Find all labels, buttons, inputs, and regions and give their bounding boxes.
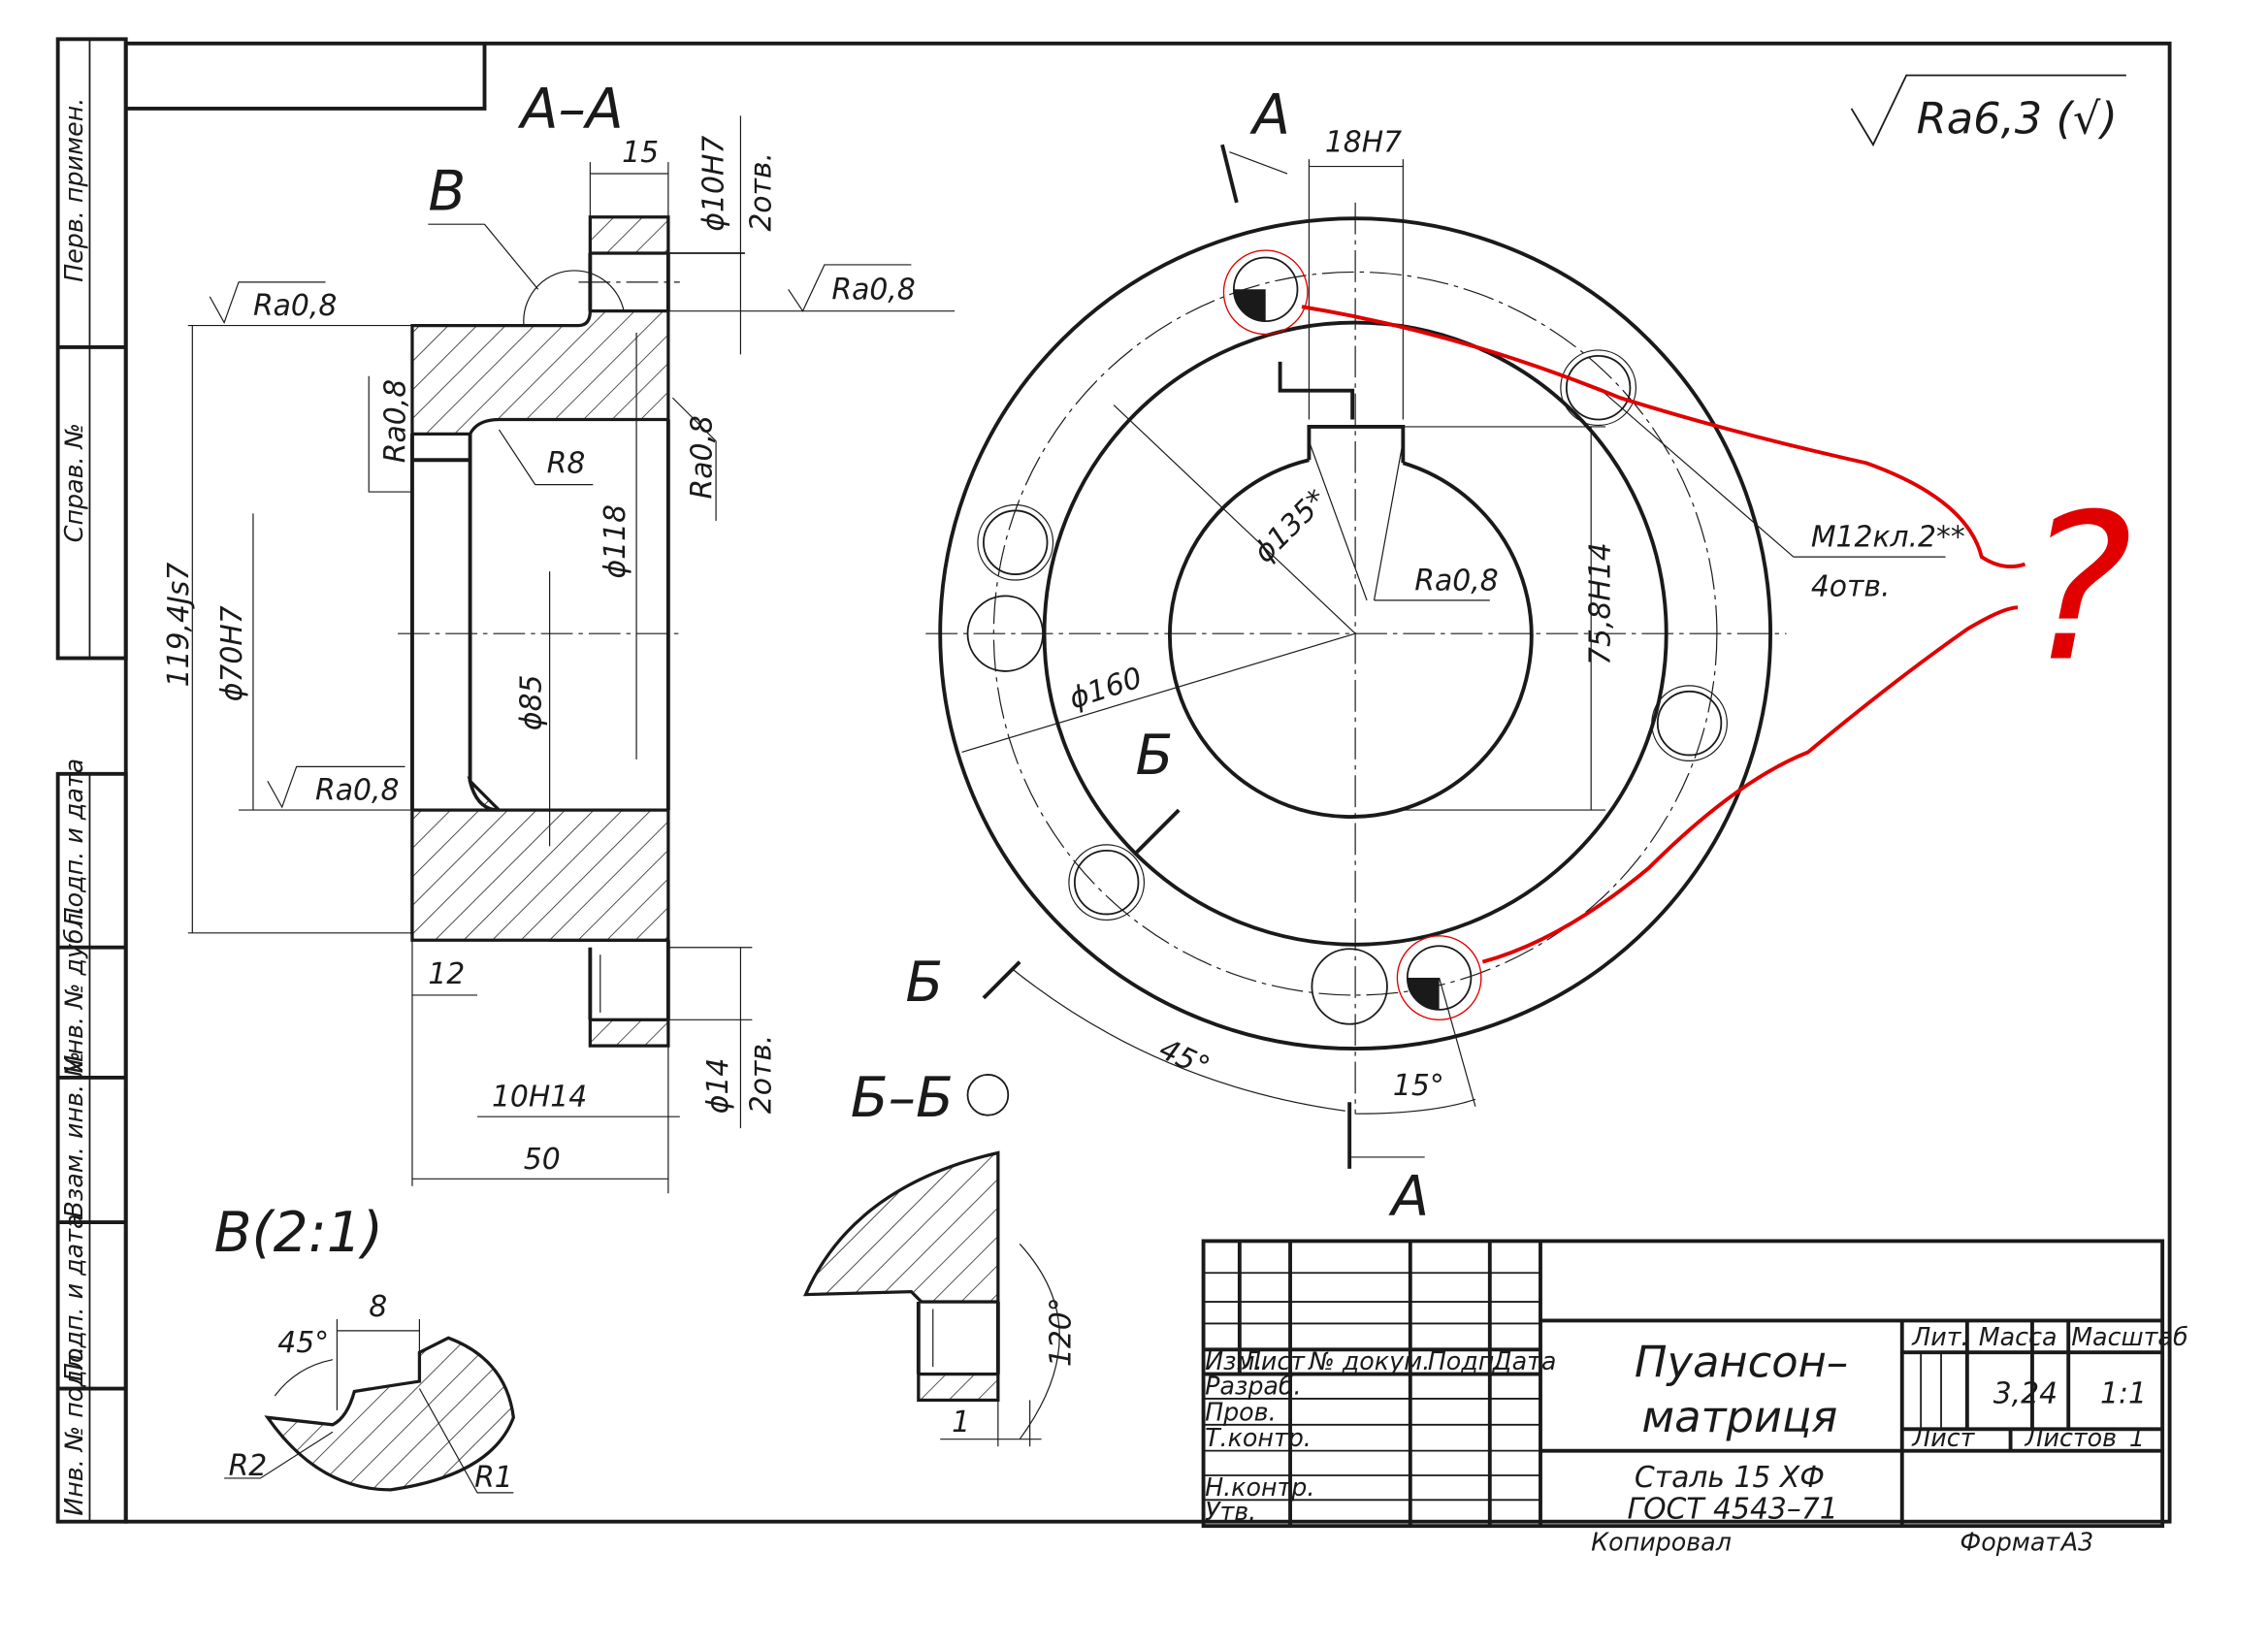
- header-podp: Подп.: [1428, 1346, 1503, 1375]
- dim-75-8h14: 75,8H14: [1584, 542, 1618, 665]
- detail-r2: R2: [229, 1449, 268, 1483]
- holes-count-2-top: 2отв.: [745, 152, 779, 232]
- ra-right-vertical: Ra0,8: [686, 415, 720, 499]
- dim-1: 1: [952, 1406, 970, 1439]
- material-line1: Сталь 15 ХФ: [1635, 1461, 1825, 1495]
- dim-18h7: 18H7: [1325, 126, 1402, 160]
- drawing-frame: [55, 37, 2172, 1524]
- header-date: Дата: [1492, 1346, 1557, 1375]
- cut-a-top: А: [1248, 82, 1290, 146]
- holes-count-2-bottom: 2отв.: [745, 1035, 779, 1115]
- sheets-label: Листов: [2024, 1423, 2117, 1452]
- role-razrab: Разраб.: [1205, 1371, 1302, 1400]
- header-doc-no: № докум.: [1307, 1346, 1430, 1375]
- holes-count-4: 4отв.: [1811, 569, 1891, 603]
- dim-10h14: 10H14: [492, 1081, 587, 1115]
- ra-top-right: Ra0,8: [831, 274, 915, 307]
- dim-15: 15: [622, 136, 659, 170]
- detail-b-reference: В: [428, 159, 466, 223]
- red-annotation: ?: [1222, 249, 2132, 1020]
- side-sprav: Справ. №: [59, 423, 88, 542]
- dim-phi70h7: ϕ70H7: [215, 605, 249, 701]
- ra-bottom: Ra0,8: [315, 774, 399, 808]
- ra-top-left: Ra0,8: [253, 289, 337, 323]
- format-label: Формат: [1960, 1528, 2060, 1557]
- detail-r1: R1: [474, 1461, 513, 1495]
- detail-dim-8: 8: [369, 1290, 387, 1324]
- rotated-view-icon: [966, 1074, 1010, 1116]
- scale-label: Масштаб: [2071, 1322, 2187, 1351]
- side-strip: Перв. примен. Справ. № Подп. и дата Инв.…: [59, 98, 88, 1516]
- role-utv: Утв.: [1205, 1497, 1256, 1526]
- question-mark: ?: [2025, 471, 2132, 707]
- roughness-general: Ra6,3 (√): [1917, 92, 2118, 144]
- sheets-value: 1: [2129, 1423, 2145, 1452]
- section-aa-title: А–А: [517, 77, 624, 141]
- role-tkontr: Т.контр.: [1205, 1423, 1312, 1452]
- scale-value: 1:1: [2100, 1376, 2147, 1410]
- bolt-holes: [966, 256, 1728, 1025]
- material-line2: ГОСТ 4543–71: [1627, 1493, 1837, 1527]
- section-a-a: А–А В 15 ϕ10H7 2отв. Ra0,8 Ra0,: [162, 77, 956, 1194]
- angle-120: 120°: [1044, 1297, 1078, 1367]
- header-izm: Изм.: [1205, 1346, 1263, 1375]
- dim-phi118: ϕ118: [599, 504, 632, 579]
- sheet-label: Лист: [1911, 1423, 1975, 1452]
- side-vzam-inv: Взам. инв. №: [59, 1051, 88, 1218]
- cut-a-bottom: А: [1387, 1165, 1429, 1229]
- section-b-b: Б–Б 120° 1: [802, 1066, 1078, 1447]
- format-value: А3: [2059, 1528, 2093, 1557]
- ra-left-vertical: Ra0,8: [379, 379, 413, 463]
- title-block: Изм. Лист № докум. Подп. Дата Разраб. Пр…: [1201, 1239, 2188, 1557]
- dim-phi85: ϕ85: [515, 674, 549, 730]
- section-bb-title: Б–Б: [851, 1066, 954, 1130]
- side-inv-dubl: Инв. № дубл.: [59, 905, 88, 1073]
- thread-m12: M12кл.2**: [1811, 521, 1965, 555]
- ra-keyway: Ra0,8: [1414, 564, 1498, 598]
- dim-50: 50: [524, 1143, 561, 1177]
- radius-r8: R8: [547, 447, 586, 481]
- copied-label: Копировал: [1591, 1528, 1732, 1557]
- angle-15: 15°: [1393, 1069, 1444, 1103]
- dim-phi14: ϕ14: [701, 1058, 735, 1115]
- mass-label: Масса: [1979, 1322, 2057, 1351]
- header-list: Лист: [1242, 1346, 1306, 1375]
- dim-119-4js7: 119,4Js7: [162, 563, 196, 688]
- side-podp-data-1: Подп. и дата: [59, 759, 88, 926]
- lit-label: Лит.: [1911, 1322, 1968, 1351]
- part-name-line2: матриця: [1641, 1391, 1837, 1442]
- mass-value: 3,24: [1993, 1376, 2057, 1410]
- role-nkontr: Н.контр.: [1205, 1472, 1314, 1502]
- cut-b-upper: Б: [1135, 724, 1173, 788]
- role-prov: Пров.: [1205, 1397, 1277, 1426]
- cut-b-lower: Б: [905, 951, 943, 1015]
- side-podp-data-2: Подп. и дата: [59, 1214, 88, 1382]
- dim-12: 12: [428, 957, 465, 991]
- detail-angle-45: 45°: [277, 1326, 329, 1360]
- main-view: 18H7 Ra0,8 ϕ135* 75,8H14 ϕ160 M12кл.2** …: [905, 74, 2126, 1229]
- side-inv-podl: Инв. № подл.: [59, 1346, 88, 1516]
- side-perv-primen: Перв. примен.: [59, 98, 88, 282]
- detail-b-title: В(2:1): [214, 1201, 383, 1265]
- dim-phi10h7: ϕ10H7: [697, 136, 731, 232]
- detail-b: В(2:1) 8 45° R2 R1: [214, 1201, 516, 1495]
- part-name-line1: Пуансон–: [1635, 1337, 1848, 1388]
